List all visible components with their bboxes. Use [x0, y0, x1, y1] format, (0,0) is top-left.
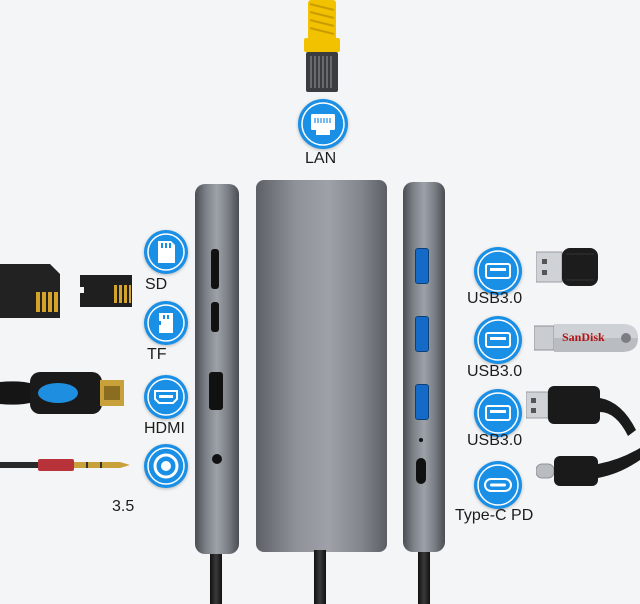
sd-card	[0, 262, 60, 320]
hdmi-label: HDMI	[144, 420, 185, 437]
ethernet-badge	[298, 99, 348, 149]
hdmi-badge	[144, 375, 188, 419]
usb-badge-2	[474, 316, 522, 364]
hdmi-port	[209, 372, 223, 410]
lan-label: LAN	[305, 150, 337, 167]
usb-c-port	[416, 458, 426, 484]
audio-cable	[0, 456, 132, 474]
sd-card-icon	[147, 233, 185, 271]
sd-badge	[144, 230, 188, 274]
hub-body	[256, 180, 387, 552]
typec-label: Type-C PD	[455, 507, 534, 524]
hub-right-panel	[403, 182, 445, 552]
usb-c-cable	[535, 446, 640, 500]
ethernet-icon	[301, 102, 345, 146]
audio-jack-icon	[147, 447, 185, 485]
lan-cable	[300, 0, 344, 100]
audio-port	[212, 454, 222, 464]
hub-cable-right	[418, 552, 430, 604]
audio-label: 3.5	[112, 498, 135, 515]
tf-card	[80, 275, 132, 307]
usb-c-icon	[477, 464, 519, 506]
hdmi-cable	[0, 362, 130, 422]
tf-slot	[211, 302, 219, 332]
usb-label-1: USB3.0	[467, 290, 523, 307]
sd-slot	[211, 249, 219, 289]
tf-badge	[144, 301, 188, 345]
tf-label: TF	[147, 346, 167, 363]
tf-card-icon	[147, 304, 185, 342]
usb-a-icon	[477, 319, 519, 361]
hdmi-icon	[147, 378, 185, 416]
usb-port-3	[415, 384, 429, 420]
hub-left-panel	[195, 184, 239, 554]
usb-badge-3	[474, 389, 522, 437]
usb-port-2	[415, 316, 429, 352]
sd-label: SD	[145, 276, 168, 293]
usb-badge-1	[474, 247, 522, 295]
flash-drive-brand: SanDisk	[562, 330, 605, 344]
usb-a-icon	[477, 250, 519, 292]
usb-port-1	[415, 248, 429, 284]
usb-label-2: USB3.0	[467, 363, 523, 380]
hub-cable-center	[314, 550, 326, 604]
usb-label-3: USB3.0	[467, 432, 523, 449]
usb-a-cable	[525, 380, 640, 442]
usb-a-icon	[477, 392, 519, 434]
usb-receiver	[535, 248, 598, 286]
typec-badge	[474, 461, 522, 509]
audio-badge	[144, 444, 188, 488]
hub-cable-left	[210, 554, 222, 604]
led-indicator	[419, 438, 423, 442]
flash-drive: SanDisk	[533, 318, 640, 360]
